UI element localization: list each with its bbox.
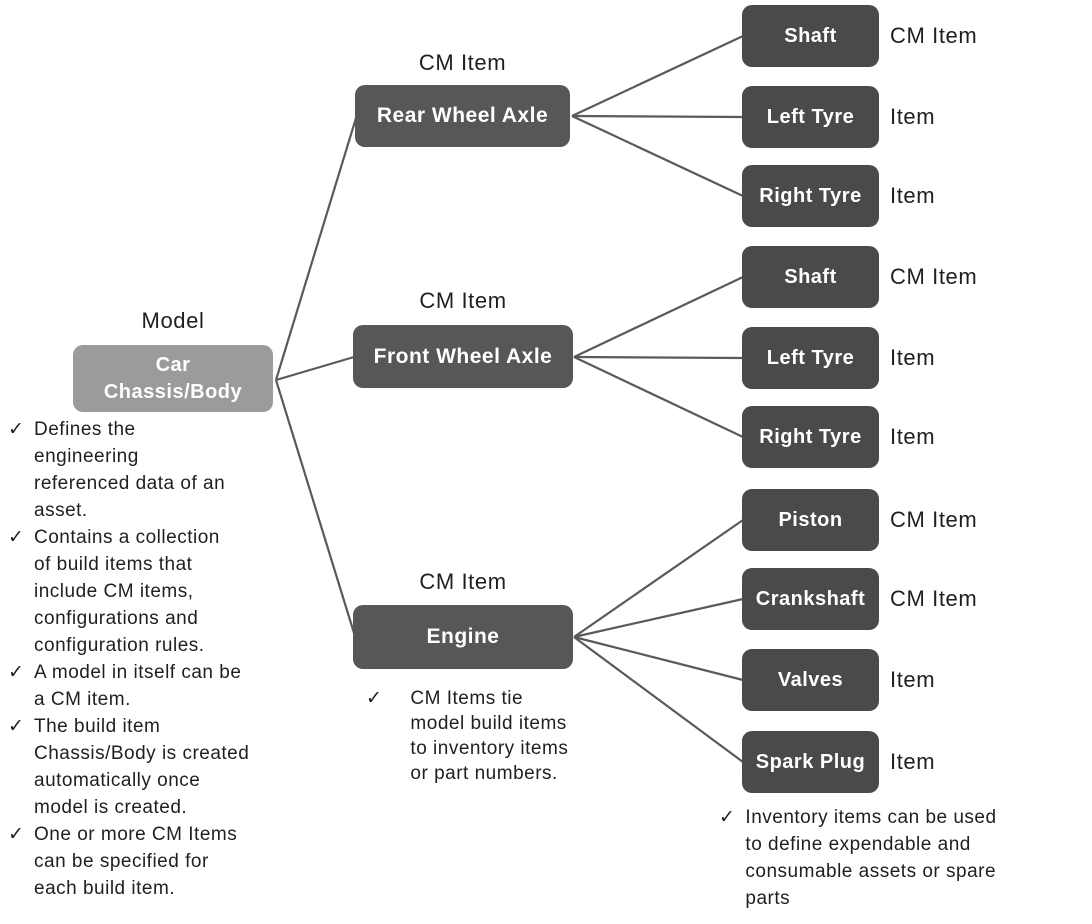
node-label: Valves — [777, 668, 844, 691]
node-label: Engine — [426, 625, 500, 648]
connector-line — [573, 276, 744, 358]
model-note: ✓ Defines the engineering referenced dat… — [8, 416, 312, 524]
check-icon: ✓ — [8, 419, 25, 440]
model-note: ✓ The build item Chassis/Body is created… — [8, 713, 312, 821]
note-text: One or more CM Items can be specified fo… — [34, 824, 238, 899]
model-note: ✓ A model in itself can be a CM item. — [8, 659, 312, 713]
node-label: Shaft — [784, 24, 837, 47]
connector-line — [571, 115, 744, 197]
connector-line — [573, 636, 744, 763]
branch-type-label-front: CM Item — [419, 288, 507, 313]
connector-line — [573, 355, 744, 360]
node-front-shaft: Shaft — [742, 246, 879, 308]
node-car-chassis-body: Car Chassis/Body — [73, 345, 273, 412]
leaf-type-label: Item — [890, 104, 936, 129]
connector-line — [573, 519, 744, 638]
branch-type-label-engine: CM Item — [419, 569, 507, 594]
check-icon: ✓ — [8, 662, 25, 683]
node-front-wheel-axle: Front Wheel Axle — [353, 325, 573, 388]
node-label: Left Tyre — [766, 105, 855, 128]
node-label: Crankshaft — [755, 587, 866, 610]
model-note: ✓ One or more CM Items can be specified … — [8, 821, 312, 902]
node-label: Right Tyre — [759, 184, 862, 207]
connector-line — [274, 117, 358, 381]
leaf-type-label: Item — [890, 749, 936, 774]
leaf-type-label: Item — [890, 345, 936, 370]
note-text: A model in itself can be a CM item. — [34, 662, 242, 710]
node-front-right-tyre: Right Tyre — [742, 406, 879, 468]
leaf-type-label: CM Item — [890, 586, 978, 611]
model-note: ✓ Contains a collection of build items t… — [8, 524, 312, 659]
inventory-note: ✓ Inventory items can be used to define … — [719, 804, 1079, 912]
node-crankshaft: Crankshaft — [742, 568, 879, 630]
connector-line — [274, 379, 356, 634]
node-label: Piston — [778, 508, 843, 531]
node-label: Right Tyre — [759, 425, 862, 448]
leaf-type-label: Item — [890, 424, 936, 449]
node-valves: Valves — [742, 649, 879, 711]
cm-item-note: ✓ CM Items tie model build items to inve… — [366, 686, 626, 786]
node-label: Front Wheel Axle — [373, 344, 553, 368]
connector-line — [275, 355, 355, 382]
node-spark-plug: Spark Plug — [742, 731, 879, 793]
check-icon: ✓ — [8, 716, 25, 737]
check-icon: ✓ — [8, 824, 25, 845]
leaf-type-label: CM Item — [890, 507, 978, 532]
node-label: Rear Wheel Axle — [376, 104, 549, 127]
leaf-type-label: Item — [890, 667, 936, 692]
node-rear-right-tyre: Right Tyre — [742, 165, 879, 227]
model-type-label: Model — [141, 308, 205, 333]
check-icon: ✓ — [719, 807, 736, 828]
node-label: Left Tyre — [766, 346, 855, 369]
node-label: Shaft — [784, 265, 837, 288]
node-label: Spark Plug — [755, 750, 866, 773]
node-rear-shaft: Shaft — [742, 5, 879, 67]
node-engine: Engine — [353, 605, 573, 669]
note-text: Defines the engineering referenced data … — [34, 419, 226, 521]
leaf-type-label: CM Item — [890, 264, 978, 289]
connector-line — [573, 356, 744, 438]
note-text: Contains a collection of build items tha… — [34, 527, 220, 656]
connector-line — [571, 35, 744, 117]
check-icon: ✓ — [366, 688, 383, 709]
connector-line — [573, 597, 744, 639]
node-label: Car Chassis/Body — [103, 353, 243, 403]
model-notes-list: ✓ Defines the engineering referenced dat… — [8, 416, 312, 902]
node-rear-wheel-axle: Rear Wheel Axle — [355, 85, 570, 147]
check-icon: ✓ — [8, 527, 25, 548]
note-text: CM Items tie model build items to invent… — [410, 688, 569, 784]
leaf-type-label: Item — [890, 183, 936, 208]
connector-line — [571, 114, 744, 119]
branch-type-label-rear: CM Item — [418, 50, 507, 75]
node-rear-left-tyre: Left Tyre — [742, 86, 879, 148]
node-front-left-tyre: Left Tyre — [742, 327, 879, 389]
leaf-type-label: CM Item — [890, 23, 978, 48]
note-text: The build item Chassis/Body is created a… — [34, 716, 250, 818]
connector-line — [573, 635, 744, 682]
note-text: Inventory items can be used to define ex… — [745, 807, 997, 909]
node-piston: Piston — [742, 489, 879, 551]
